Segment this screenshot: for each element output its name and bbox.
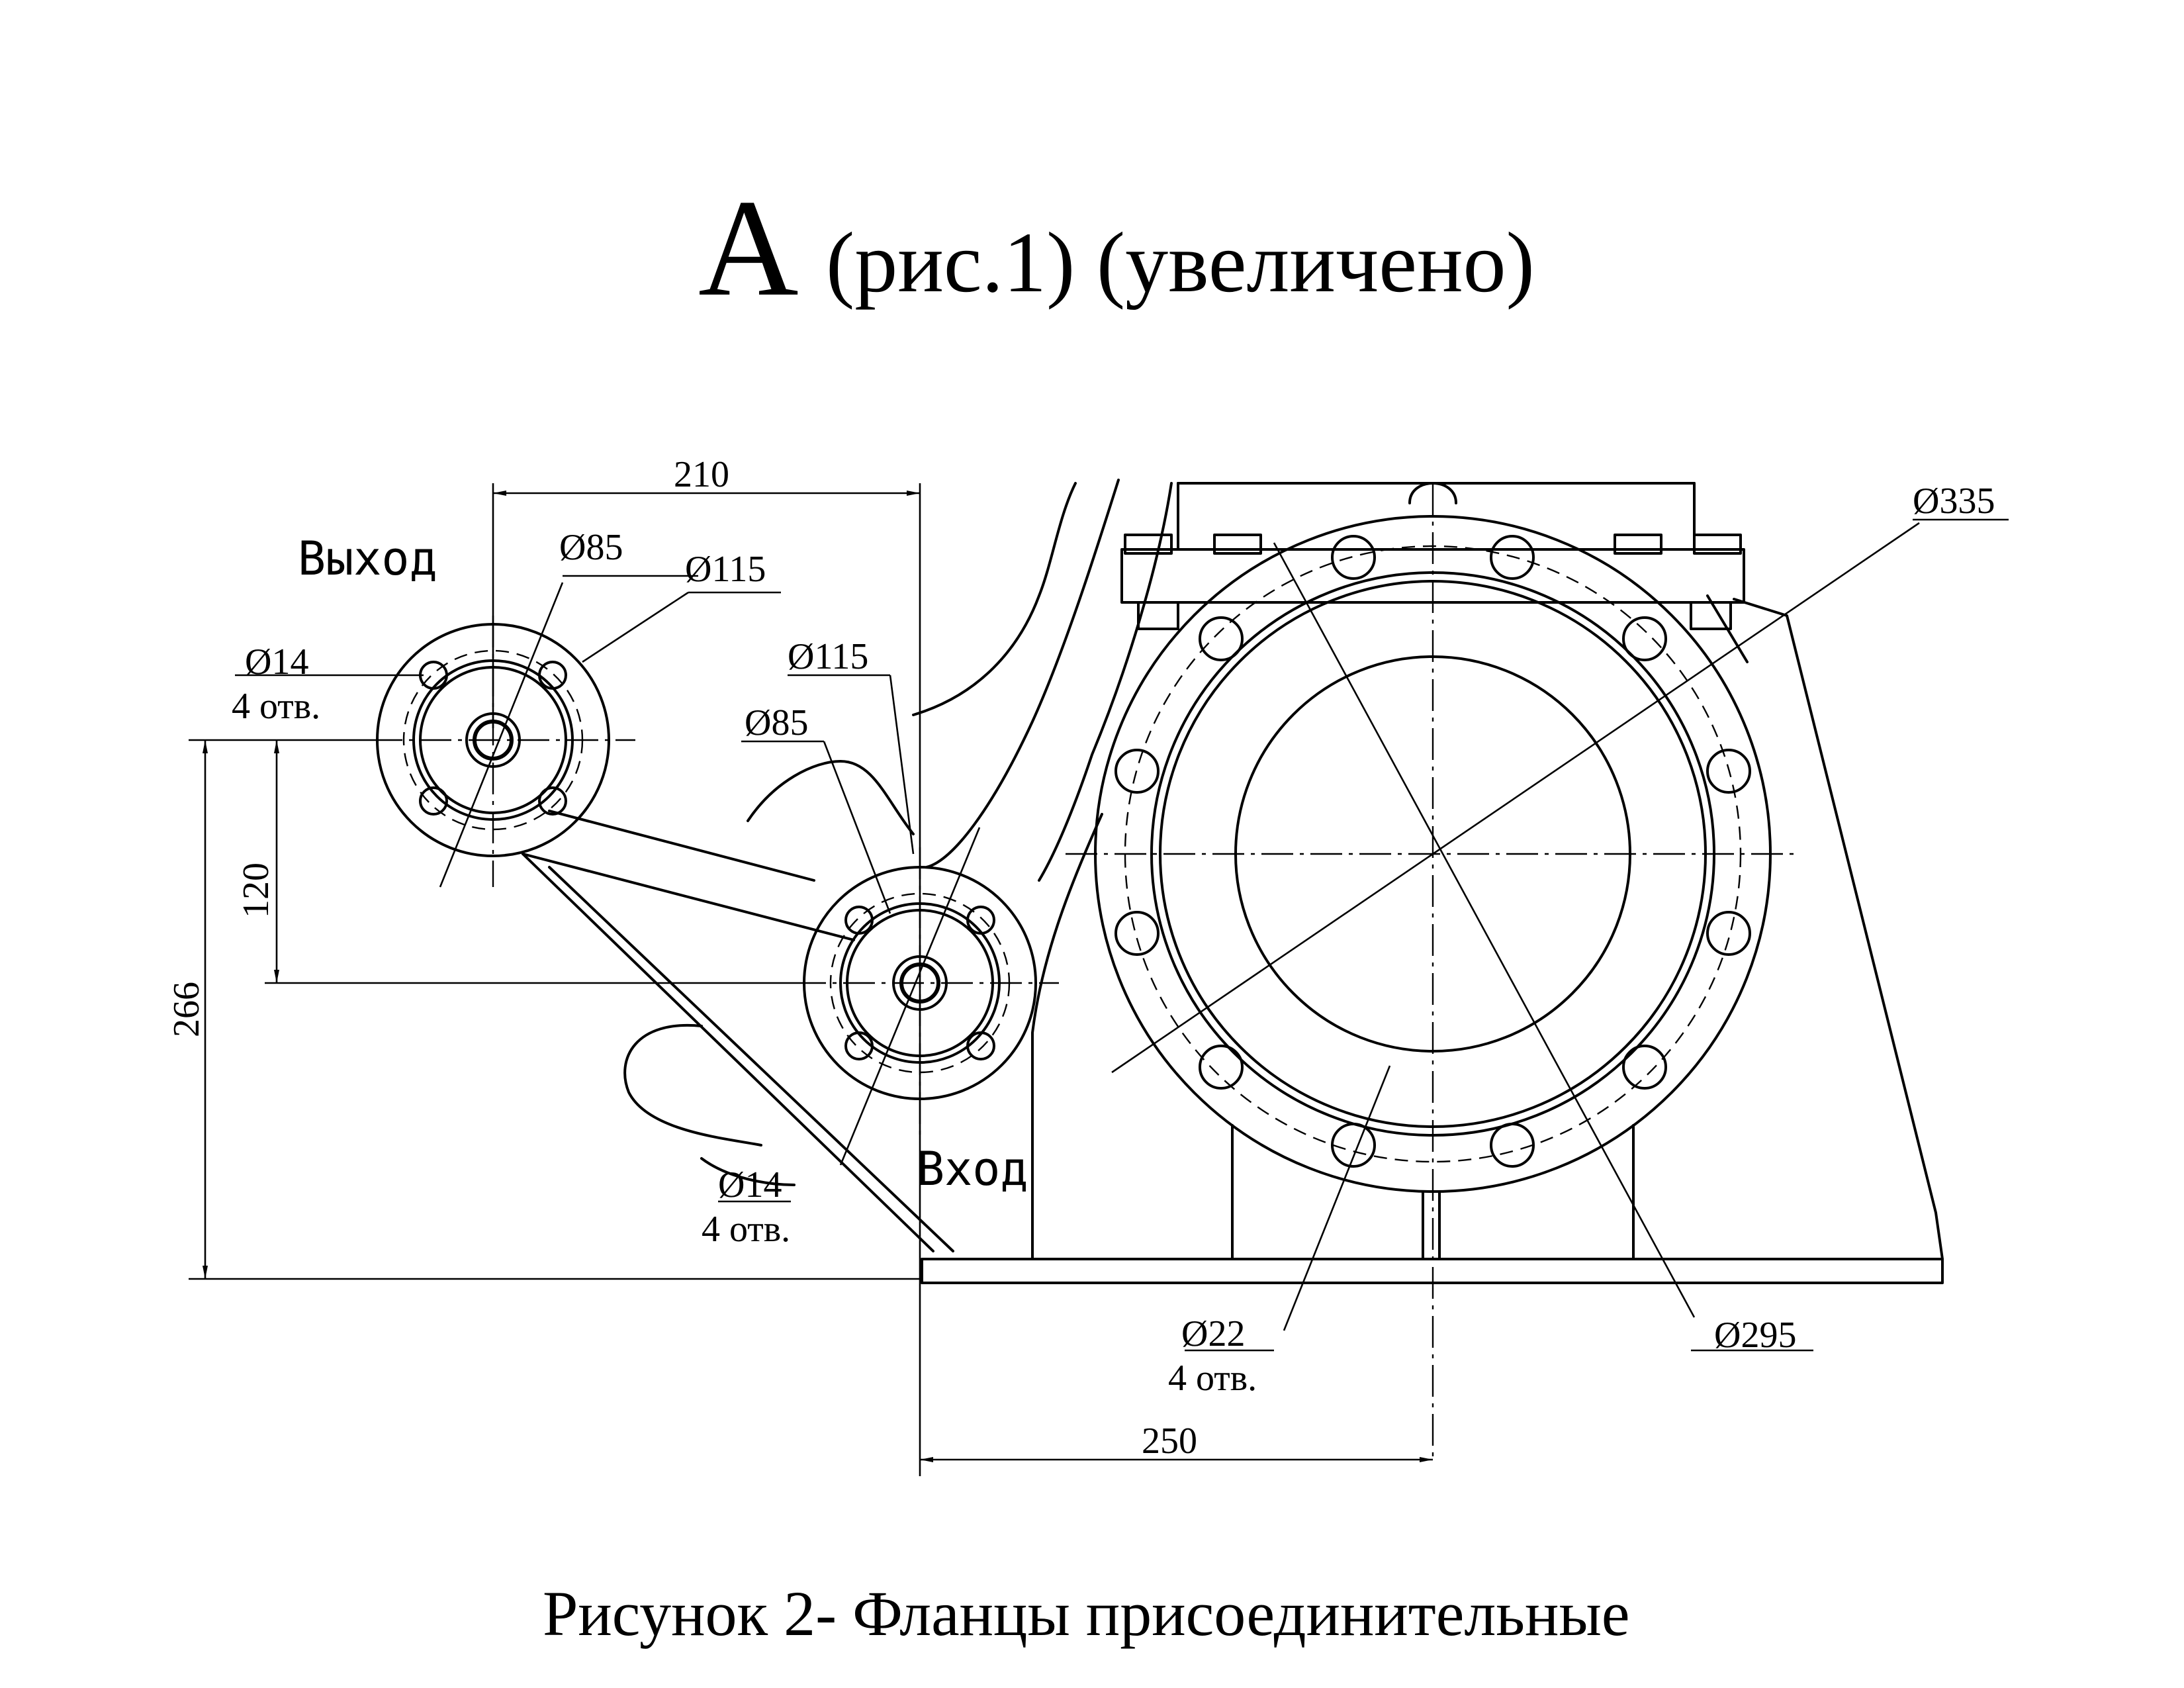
view-title-letter: А: [698, 171, 799, 325]
dim-120: 120: [236, 863, 277, 918]
inlet-flange: [794, 827, 1059, 1166]
dim-266: 266: [166, 982, 207, 1037]
dimension-lines: [189, 483, 2009, 1476]
dim-outlet-holes: 4 отв.: [232, 686, 320, 727]
outlet-label: Выход: [298, 532, 437, 586]
dim-210: 210: [674, 454, 729, 495]
inlet-label: Вход: [917, 1142, 1028, 1196]
dim-inlet-d115: Ø115: [788, 636, 868, 677]
outlet-flange: [371, 582, 635, 888]
dim-250: 250: [1142, 1421, 1197, 1462]
dim-main-d22: Ø22: [1181, 1313, 1245, 1354]
main-flange: [1066, 483, 1920, 1456]
dim-outlet-d115: Ø115: [685, 549, 766, 590]
dim-inlet-holes: 4 отв.: [702, 1209, 790, 1250]
figure-caption: Рисунок 2- Фланцы присоединительные: [543, 1578, 1630, 1649]
view-title-rest: (рис.1) (увеличено): [826, 215, 1535, 310]
pump-housing: [912, 479, 1944, 1260]
connecting-pipe: [522, 760, 954, 1252]
dim-outlet-d85: Ø85: [559, 527, 623, 568]
dim-outlet-d14: Ø14: [245, 641, 308, 682]
dim-main-holes: 4 отв.: [1168, 1358, 1257, 1399]
dim-inlet-d14: Ø14: [718, 1164, 782, 1205]
dim-main-d335: Ø335: [1913, 481, 1995, 522]
dim-inlet-d85: Ø85: [745, 702, 808, 743]
dim-main-d295: Ø295: [1714, 1315, 1796, 1356]
